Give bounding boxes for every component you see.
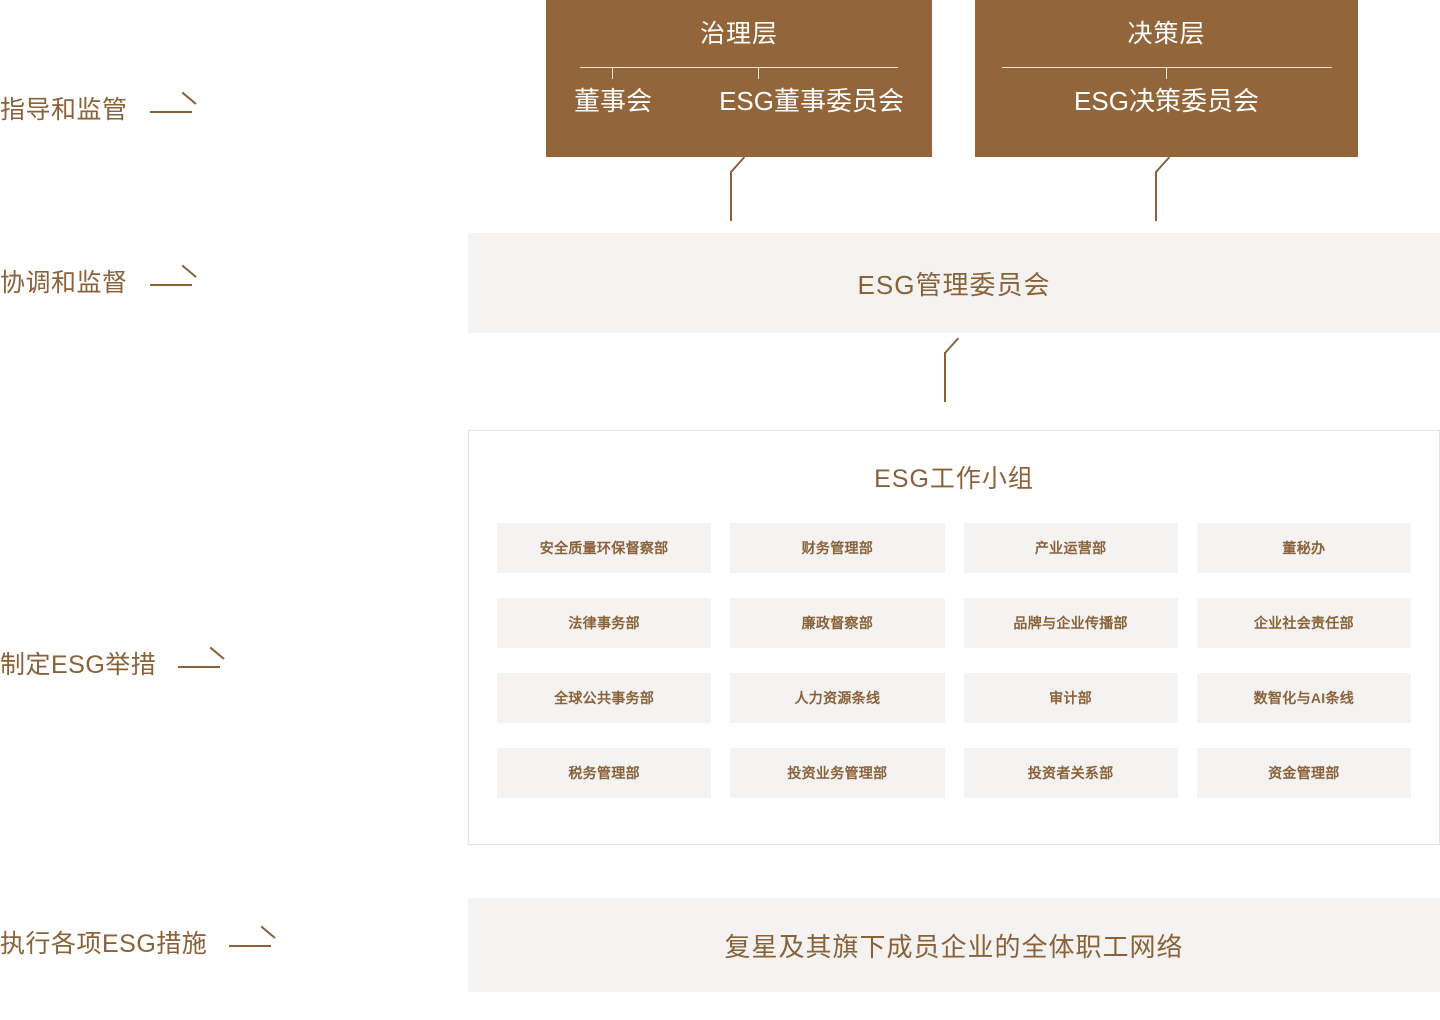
stage-label-coordination: 协调和监督 [0,264,197,297]
department-item[interactable]: 税务管理部 [497,748,712,798]
department-item[interactable]: 产业运营部 [963,523,1178,573]
department-item[interactable]: 投资者关系部 [963,748,1178,798]
governance-member-board: 董事会 [574,86,653,116]
department-item[interactable]: 财务管理部 [730,523,945,573]
arrow-right-icon [178,646,225,675]
department-item[interactable]: 企业社会责任部 [1196,598,1411,648]
governance-layer-title: 治理层 [699,20,778,48]
arrow-up-icon-decision-to-management [1155,156,1177,221]
stage-label-text: 指导和监管 [0,96,128,124]
stage-label-guidance: 指导和监管 [0,91,197,124]
governance-layer-box: 治理层 董事会 ESG董事委员会 [546,0,932,157]
decision-layer-title: 决策层 [1127,20,1206,48]
stage-label-text: 协调和监督 [0,269,128,297]
department-item[interactable]: 审计部 [963,673,1178,723]
arrow-right-icon [149,264,197,293]
decision-layer-box: 决策层 ESG决策委员会 [975,0,1358,157]
stage-label-initiatives: 制定ESG举措 [0,646,225,679]
esg-working-group-panel: ESG工作小组 安全质量环保督察部 财务管理部 产业运营部 董秘办 法律事务部 … [468,430,1440,845]
stage-label-text: 制定ESG举措 [0,651,157,679]
department-item[interactable]: 资金管理部 [1196,748,1411,798]
department-item[interactable]: 全球公共事务部 [497,673,712,723]
department-item[interactable]: 投资业务管理部 [730,748,945,798]
arrow-up-icon-governance-to-management [730,156,752,221]
department-item[interactable]: 法律事务部 [497,598,712,648]
arrow-up-icon-management-to-workgroup [944,337,966,402]
decision-layer-members: ESG决策委员会 [1074,88,1259,114]
stage-label-execution: 执行各项ESG措施 [0,925,276,958]
workforce-network-label: 复星及其旗下成员企业的全体职工网络 [724,931,1184,962]
bracket-connector-icon [580,67,898,79]
department-item[interactable]: 安全质量环保督察部 [497,523,712,573]
department-grid: 安全质量环保督察部 财务管理部 产业运营部 董秘办 法律事务部 廉政督察部 品牌… [497,523,1411,798]
esg-management-committee-label: ESG管理委员会 [857,269,1051,300]
governance-layer-members: 董事会 ESG董事委员会 [574,88,904,114]
workforce-network-bar: 复星及其旗下成员企业的全体职工网络 [468,898,1440,992]
department-item[interactable]: 董秘办 [1196,523,1411,573]
esg-management-committee-bar: ESG管理委员会 [468,233,1440,333]
department-item[interactable]: 人力资源条线 [730,673,945,723]
department-item[interactable]: 品牌与企业传播部 [963,598,1178,648]
governance-member-esg-board-committee: ESG董事委员会 [719,86,904,116]
decision-member-esg-decision-committee: ESG决策委员会 [1074,86,1259,116]
bracket-connector-icon [1001,67,1332,79]
department-item[interactable]: 数智化与AI条线 [1196,673,1411,723]
esg-working-group-title: ESG工作小组 [874,465,1034,493]
department-item[interactable]: 廉政督察部 [730,598,945,648]
stage-label-text: 执行各项ESG措施 [0,930,208,958]
arrow-right-icon [229,925,276,954]
arrow-right-icon [149,91,197,120]
